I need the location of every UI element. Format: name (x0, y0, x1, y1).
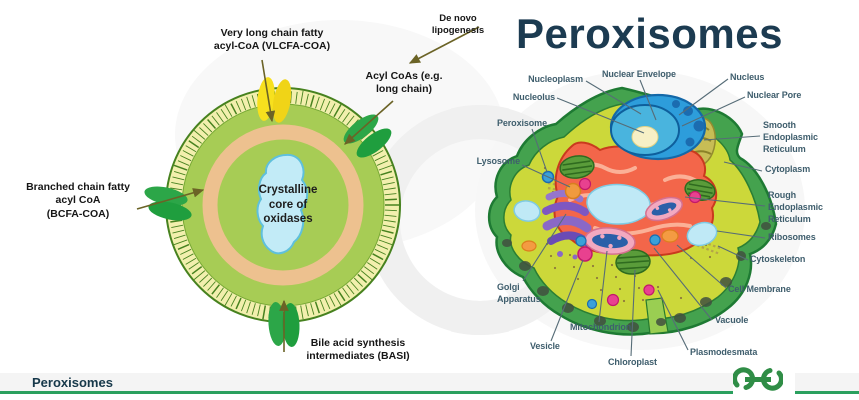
label-de-novo: De novo lipogenesis (431, 13, 485, 37)
label-ribosomes: Ribosomes (768, 232, 816, 242)
label-crystalline-core: Crystalline core of oxidases (258, 184, 318, 226)
basi-transporter (268, 302, 300, 347)
label-nucleoplasm: Nucleoplasm (528, 74, 583, 84)
label-acyl-coas: Acyl CoAs (e.g. long chain) (365, 70, 443, 96)
label-mitochondrion: Mitochondrion (570, 322, 632, 332)
label-bcfa: Branched chain fatty acyl CoA (BCFA-COA) (26, 181, 130, 220)
nucleus-graphic (609, 93, 707, 161)
mitochondrion-graphic (584, 196, 683, 255)
nucleolus-graphic (631, 126, 659, 148)
label-smooth-er: Smooth Endoplasmic Reticulum (763, 120, 818, 154)
vacuole-graphic (513, 183, 718, 247)
label-nuclear-envelope: Nuclear Envelope (602, 69, 676, 79)
label-vacuole: Vacuole (715, 315, 749, 325)
footer-rule (0, 391, 859, 394)
membrane-spots (502, 222, 771, 332)
page-title: Peroxisomes (516, 10, 783, 57)
vesicle-graphic (577, 246, 593, 262)
label-golgi-apparatus: Golgi Apparatus (497, 282, 541, 304)
label-nucleus: Nucleus (730, 72, 765, 82)
chloroplast-graphic (559, 155, 716, 275)
label-cytoskeleton: Cytoskeleton (750, 254, 806, 264)
flow-arrows (136, 26, 480, 352)
label-vlcfa: Very long chain fatty acyl-CoA (VLCFA-CO… (213, 27, 331, 53)
label-peroxisome: Peroxisome (496, 118, 547, 128)
vlcfa-transporter (257, 77, 292, 123)
footer-title: Peroxisomes (32, 375, 113, 390)
geeksforgeeks-logo[interactable] (733, 366, 795, 398)
peroxisome-illustration (136, 26, 480, 352)
leader-lines (521, 78, 766, 357)
label-chloroplast: Chloroplast (608, 357, 657, 367)
label-cytoplasm: Cytoplasm (765, 164, 811, 174)
geeksforgeeks-logo-icon (733, 367, 783, 391)
label-plasmodesmata: Plasmodesmata (690, 347, 758, 357)
footer-bar (0, 373, 859, 391)
label-nucleolus: Nucleolus (512, 92, 555, 102)
label-nuclear-pore: Nuclear Pore (747, 90, 802, 100)
label-basi: Bile acid synthesis intermediates (BASI) (306, 337, 410, 363)
label-rough-er: Rough Endoplasmic Reticulum (768, 190, 823, 224)
label-cell-membrane: Cell Membrane (728, 284, 791, 294)
label-vesicle: Vesicle (530, 341, 560, 351)
bcfa-transporter (144, 186, 192, 221)
label-lysosome: Lysosome (476, 156, 520, 166)
crystalline-core (256, 153, 309, 255)
